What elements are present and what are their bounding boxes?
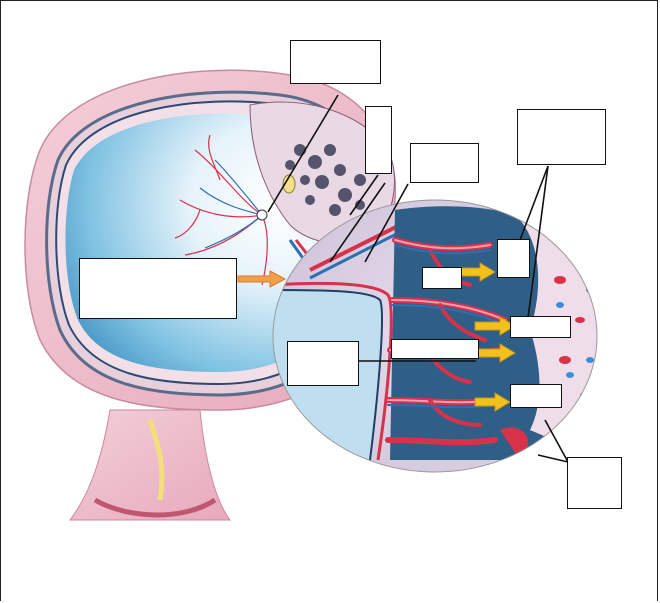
label-box-2[interactable] [365,106,392,174]
umbilical-cord-cross-section [257,210,267,220]
label-box-8[interactable] [510,316,571,338]
label-box-6[interactable] [497,239,530,278]
label-box-11[interactable] [510,384,562,408]
label-box-1[interactable] [290,40,381,84]
label-box-4[interactable] [517,109,606,165]
label-box-12[interactable] [567,457,622,509]
label-box-5[interactable] [79,258,237,319]
label-box-10[interactable] [391,339,479,359]
label-box-3[interactable] [410,143,479,183]
label-box-7[interactable] [422,267,462,289]
label-box-9[interactable] [287,341,359,386]
